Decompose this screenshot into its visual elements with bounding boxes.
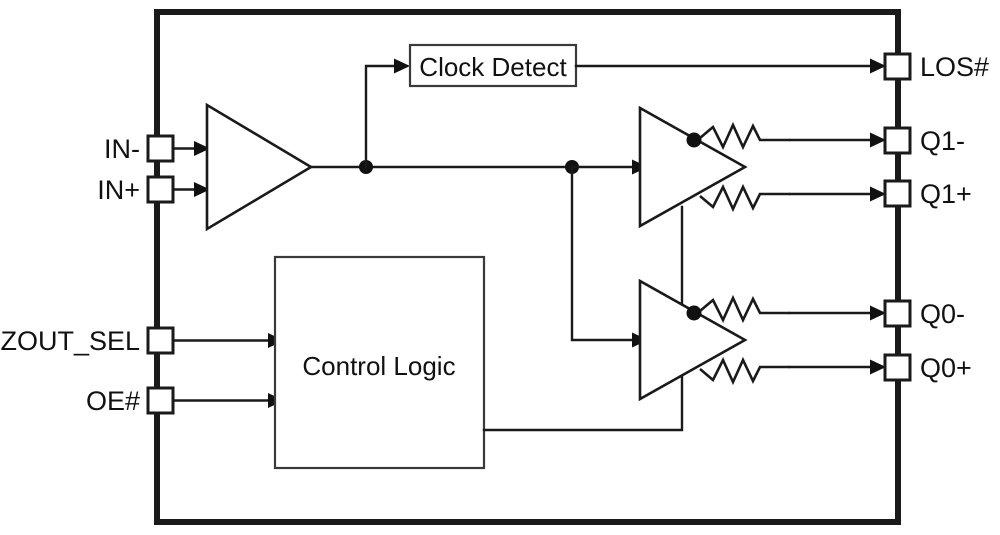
pin-label-zout-sel: ZOUT_SEL [0,326,140,356]
output-buffer-q0-amplifier [638,278,748,402]
pin-los[interactable] [883,52,912,81]
pin-label-q1-minus: Q1- [920,126,965,156]
pin-label-q1-plus: Q1+ [920,179,972,209]
control-logic-block[interactable] [273,255,486,470]
pin-q0-plus[interactable] [883,353,912,382]
pin-label-oe: OE# [86,386,140,416]
control-logic-label: Control Logic [302,351,455,381]
wire-clock-detect-branch [364,64,398,169]
pin-q1-plus[interactable] [883,179,912,208]
pin-oe[interactable] [146,386,175,415]
pin-label-q0-plus: Q0+ [920,353,972,383]
wire-to-q0-buffer [570,165,636,342]
pin-in-minus[interactable] [146,134,175,163]
chip-outline [154,9,901,525]
pin-zout-sel[interactable] [146,326,175,355]
resistor-q1-minus [699,121,790,151]
output-buffer-q1-amplifier [638,105,748,229]
pin-q1-minus[interactable] [883,126,912,155]
resistor-q0-minus [699,294,790,324]
resistor-q1-plus [699,183,790,213]
arrow-clock-detect-in [394,58,410,74]
pin-label-q0-minus: Q0- [920,299,965,329]
pin-label-los: LOS# [920,52,989,82]
pin-in-plus[interactable] [146,175,175,204]
pin-label-in-plus: IN+ [97,175,140,205]
input-buffer-amplifier [205,102,314,232]
pin-q0-minus[interactable] [883,299,912,328]
junction-dot-q0-minus [686,305,702,321]
junction-dot-q1-minus [686,132,702,148]
resistor-q0-plus [699,356,790,386]
pin-label-in-minus: IN- [104,134,140,164]
clock-detect-label: Clock Detect [419,52,567,82]
wire-control-enable-spine [482,205,684,432]
